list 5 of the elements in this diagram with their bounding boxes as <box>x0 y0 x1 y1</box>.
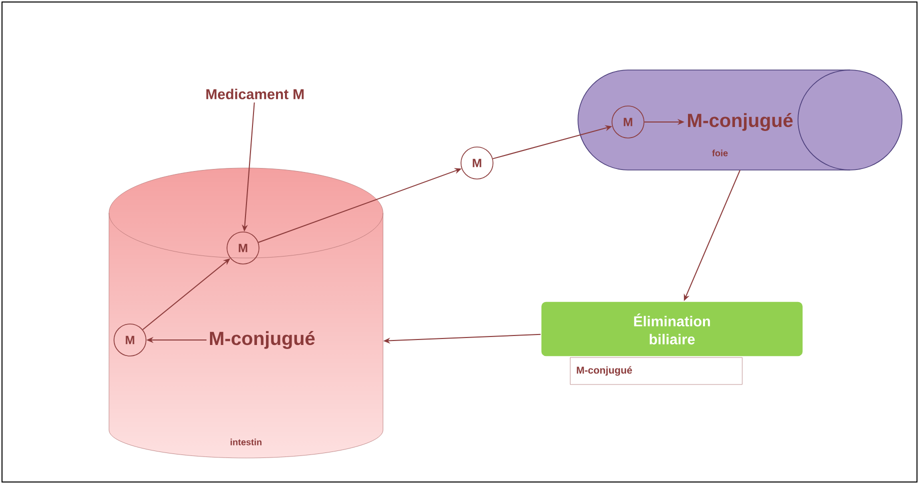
title-text: Medicament M <box>206 88 304 100</box>
text: M-conjugué <box>688 113 793 131</box>
note-box: M-conjugué <box>570 357 742 385</box>
process-box: Élimination biliaire <box>540 301 804 357</box>
text: M-conjugué <box>210 331 315 349</box>
